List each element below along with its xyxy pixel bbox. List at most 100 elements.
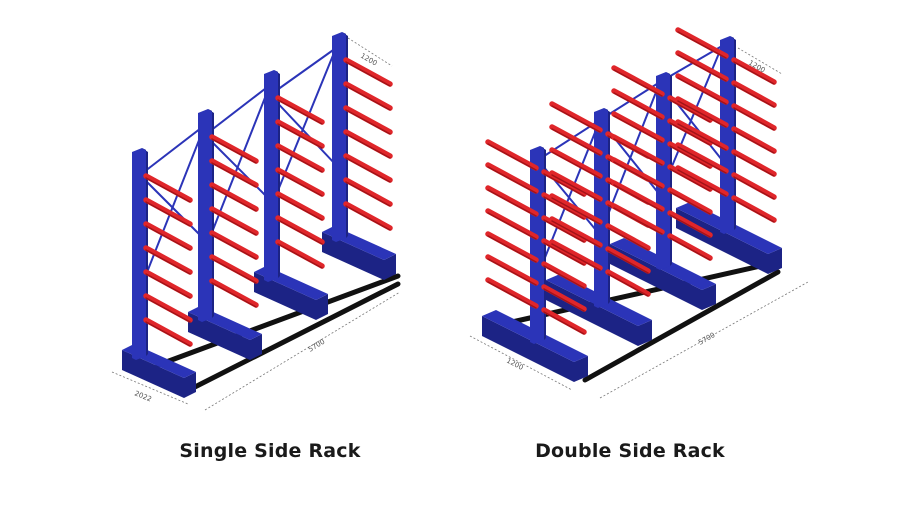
double-arm-back-2-2 xyxy=(611,111,665,143)
double-arm-front-2-5-shade xyxy=(669,214,711,238)
double-arm-front-2-4-shade xyxy=(669,191,711,215)
double-arm-back-1-1-shade xyxy=(551,128,601,156)
double-arm-front-0-6-shade xyxy=(543,311,585,335)
single-arm-0-4 xyxy=(143,269,193,299)
single-arm-0-2-shade xyxy=(145,225,191,251)
double-arm-back-1-1 xyxy=(549,124,603,156)
double-arm-front-2-3 xyxy=(667,164,713,192)
single-arm-3-5 xyxy=(343,177,393,207)
single-arm-2-3-shade xyxy=(277,171,323,197)
double-arm-back-0-5 xyxy=(485,254,539,286)
double-arm-front-1-4 xyxy=(605,223,651,251)
single-arm-1-3 xyxy=(209,206,259,236)
double-arm-front-0-2 xyxy=(541,215,587,243)
double-arm-front-0-4 xyxy=(541,261,587,289)
single-arm-2-4-shade xyxy=(277,195,323,221)
double-arm-back-0-2-shade xyxy=(487,189,537,217)
double-arm-back-3-3 xyxy=(675,96,729,128)
single-arm-3-1-shade xyxy=(345,85,391,111)
single-arm-0-6-shade xyxy=(145,321,191,347)
single-arms xyxy=(143,57,393,347)
single-arm-3-2 xyxy=(343,105,393,135)
double-arm-front-0-2-shade xyxy=(543,219,585,243)
single-arm-1-1 xyxy=(209,158,259,188)
double-arm-back-3-5 xyxy=(675,142,729,174)
single-dim-arm-length: 1200 xyxy=(359,52,378,68)
single-arm-0-5-shade xyxy=(145,297,191,323)
double-arm-back-0-3 xyxy=(485,208,539,240)
double-arm-front-1-5 xyxy=(605,246,651,274)
single-upright-4 xyxy=(322,32,396,280)
double-arm-front-2-0-shade xyxy=(669,99,711,123)
single-arm-0-6 xyxy=(143,317,193,347)
single-arm-2-2-shade xyxy=(277,147,323,173)
double-arm-front-3-5 xyxy=(731,172,777,200)
double-arm-front-0-0 xyxy=(541,169,587,197)
double-arm-front-0-3-shade xyxy=(543,242,585,266)
single-arm-1-0-shade xyxy=(211,138,257,164)
single-arm-3-4-shade xyxy=(345,157,391,183)
double-arm-front-0-5-shade xyxy=(543,288,585,312)
single-arm-1-6-shade xyxy=(211,282,257,308)
double-side-rack-caption: Double Side Rack xyxy=(535,440,725,462)
single-arm-1-2 xyxy=(209,182,259,212)
double-arm-back-0-6-shade xyxy=(487,281,537,309)
double-dim-total-length: 5700 xyxy=(697,331,716,347)
double-arm-back-0-0 xyxy=(485,139,539,171)
double-arm-front-0-4-shade xyxy=(543,265,585,289)
double-arm-front-3-4-shade xyxy=(733,153,775,177)
double-arm-back-3-1-shade xyxy=(677,54,727,82)
double-arm-front-3-0-shade xyxy=(733,61,775,85)
single-dim-total-length: 5700 xyxy=(307,338,326,354)
double-arm-front-3-1 xyxy=(731,80,777,108)
double-arm-back-1-5-shade xyxy=(551,220,601,248)
single-bracing xyxy=(139,47,337,291)
double-arm-back-3-6-shade xyxy=(677,169,727,197)
double-arm-back-1-6 xyxy=(549,239,603,271)
double-dimension-lines xyxy=(469,47,809,399)
double-dim-base-depth: 1200 xyxy=(505,357,525,372)
double-arm-front-2-1-shade xyxy=(669,122,711,146)
double-arm-back-3-3-shade xyxy=(677,100,727,128)
single-arm-2-1-shade xyxy=(277,123,323,149)
single-arm-1-4 xyxy=(209,230,259,260)
double-arm-back-0-4-shade xyxy=(487,235,537,263)
double-arm-front-0-5 xyxy=(541,284,587,312)
double-arm-back-0-0-shade xyxy=(487,143,537,171)
single-arm-1-5 xyxy=(209,254,259,284)
double-arm-front-3-3-shade xyxy=(733,130,775,154)
double-arm-back-2-4-shade xyxy=(613,161,663,189)
double-arm-front-3-2-shade xyxy=(733,107,775,131)
double-arm-front-0-6 xyxy=(541,307,587,335)
single-arm-2-4 xyxy=(275,191,325,221)
double-arm-front-2-0 xyxy=(667,95,713,123)
double-upright-1 xyxy=(482,146,588,382)
single-arm-1-1-shade xyxy=(211,162,257,188)
double-arm-back-3-0 xyxy=(675,27,729,59)
single-arm-3-4 xyxy=(343,153,393,183)
single-arm-0-2 xyxy=(143,221,193,251)
double-arm-back-0-1 xyxy=(485,162,539,194)
double-arm-front-2-6 xyxy=(667,233,713,261)
single-arm-2-6-shade xyxy=(277,243,323,269)
double-arm-front-2-6-shade xyxy=(669,237,711,261)
double-arm-front-3-5-shade xyxy=(733,176,775,200)
single-arm-2-2 xyxy=(275,143,325,173)
double-arm-front-1-6 xyxy=(605,269,651,297)
single-arm-1-0 xyxy=(209,134,259,164)
double-arm-back-2-4 xyxy=(611,157,665,189)
double-arm-back-0-1-shade xyxy=(487,166,537,194)
double-arm-back-2-6 xyxy=(611,203,665,235)
single-arm-1-5-shade xyxy=(211,258,257,284)
single-arm-0-1-shade xyxy=(145,201,191,227)
double-arm-front-2-1 xyxy=(667,118,713,146)
double-arm-front-0-1 xyxy=(541,192,587,220)
double-arm-back-1-3 xyxy=(549,170,603,202)
double-arm-back-1-6-shade xyxy=(551,243,601,271)
double-arm-front-3-6-shade xyxy=(733,199,775,223)
single-arm-1-3-shade xyxy=(211,210,257,236)
double-arm-back-2-1-shade xyxy=(613,92,663,120)
single-dimension-lines xyxy=(111,37,401,411)
double-arm-back-2-3-shade xyxy=(613,138,663,166)
double-arm-back-2-0 xyxy=(611,65,665,97)
